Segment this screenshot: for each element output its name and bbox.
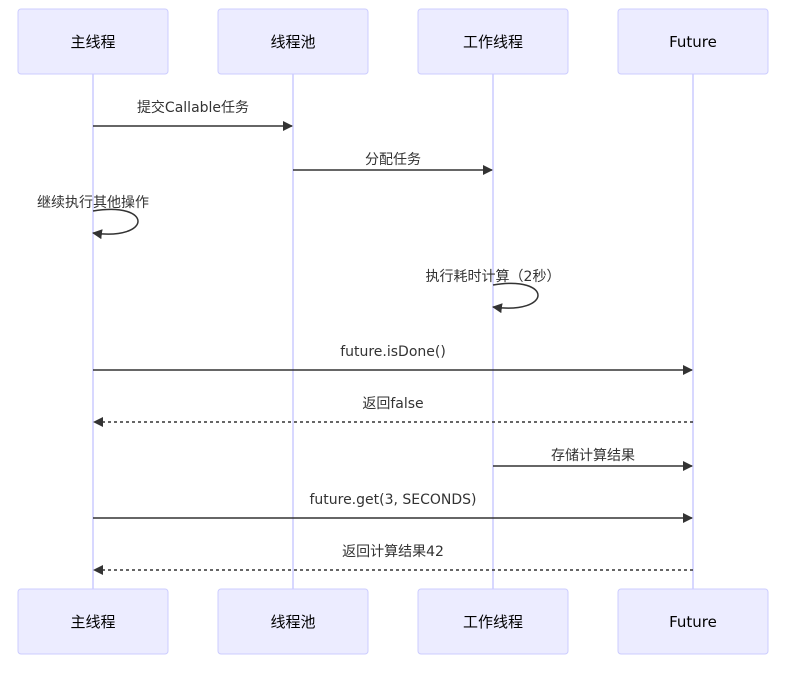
self-message-arrow [92,208,139,240]
actor-future-top: Future [617,8,769,75]
message-3: 执行耗时计算（2秒） [426,269,561,314]
actor-box [617,588,769,655]
message-4: future.isDone() [93,344,693,375]
actor-label: 线程池 [270,613,315,631]
actor-label: 工作线程 [463,613,523,631]
message-label: future.isDone() [340,344,446,360]
self-message-arrow [492,282,539,314]
actor-box [417,588,569,655]
actor-worker-bottom: 工作线程 [417,588,569,655]
actor-box [17,8,169,75]
actor-label: Future [669,33,717,51]
actor-pool-top: 线程池 [217,8,369,75]
message-1: 分配任务 [293,152,493,175]
message-0: 提交Callable任务 [93,99,293,131]
actor-label: 线程池 [270,33,315,51]
message-7: future.get(3, SECONDS) [93,492,693,523]
message-label: 返回false [362,396,423,412]
message-label: 分配任务 [365,152,421,168]
actor-worker-top: 工作线程 [417,8,569,75]
message-5: 返回false [93,396,693,427]
actor-box [217,588,369,655]
message-label: 执行耗时计算（2秒） [426,269,561,285]
message-label: 继续执行其他操作 [37,194,149,211]
actor-box [17,588,169,655]
actor-label: Future [669,613,717,631]
message-label: 存储计算结果 [551,448,635,464]
actor-pool-bottom: 线程池 [217,588,369,655]
actor-label: 工作线程 [463,33,523,51]
actor-label: 主线程 [70,33,115,51]
message-2: 继续执行其他操作 [37,194,149,240]
actor-main-bottom: 主线程 [17,588,169,655]
actor-box [617,8,769,75]
message-label: 返回计算结果42 [342,544,444,560]
actor-future-bottom: Future [617,588,769,655]
message-8: 返回计算结果42 [93,544,693,575]
message-label: future.get(3, SECONDS) [309,492,476,508]
actor-main-top: 主线程 [17,8,169,75]
message-label: 提交Callable任务 [137,99,249,116]
actor-box [217,8,369,75]
actor-label: 主线程 [70,613,115,631]
actor-box [417,8,569,75]
message-6: 存储计算结果 [493,448,693,471]
